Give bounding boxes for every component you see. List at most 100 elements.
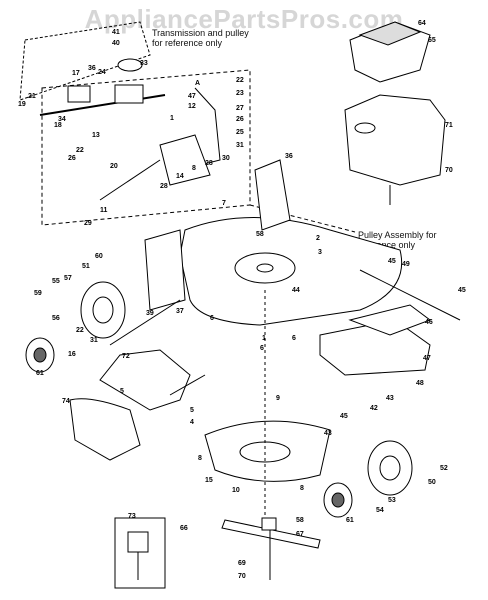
callout-31b: 31 (90, 337, 98, 344)
callout-6b: 6 (260, 345, 264, 352)
pulley-assembly-note-line-1: Pulley Assembly for (358, 230, 437, 240)
deck-baffle (204, 420, 331, 482)
callout-31a: 31 (236, 142, 244, 149)
pulley-assembly-note-line-2: reference only (358, 240, 416, 250)
callout-11: 11 (100, 207, 108, 214)
transmission-note-line-2: for reference only (152, 38, 223, 48)
callout-16: 16 (68, 351, 76, 358)
callout-5b: 5 (190, 407, 194, 414)
callout-58: 58 (256, 231, 264, 238)
callout-19: 19 (18, 101, 26, 108)
callout-10: 10 (232, 487, 240, 494)
callout-47a: 47 (188, 93, 196, 100)
mower-blade (221, 519, 321, 549)
rear-wheel-left (80, 281, 126, 339)
callout-27: 27 (236, 105, 244, 112)
callout-50: 50 (428, 479, 436, 486)
callout-70b: 70 (238, 573, 246, 580)
shift-block (67, 85, 91, 103)
engine-mount-bracket (254, 159, 291, 231)
callout-57: 57 (64, 275, 72, 282)
callout-53: 53 (388, 497, 396, 504)
engine-block (344, 94, 446, 186)
callout-13: 13 (92, 132, 100, 139)
callout-22c: 22 (76, 327, 84, 334)
wheel-cover-right-center (331, 492, 345, 508)
callout-70a: 70 (445, 167, 453, 174)
callout-74: 74 (62, 398, 70, 405)
callout-6c: 6 (292, 335, 296, 342)
engine-cap (354, 122, 376, 134)
callout-15: 15 (205, 477, 213, 484)
callout-71: 71 (445, 122, 453, 129)
callout-61a: 61 (36, 370, 44, 377)
callout-59: 59 (34, 290, 42, 297)
inset-box (114, 517, 166, 589)
callout-45a: 45 (388, 258, 396, 265)
callout-3: 3 (318, 249, 322, 256)
callout-21: 21 (28, 93, 36, 100)
callout-7: 7 (222, 200, 226, 207)
deck-spindle (256, 263, 274, 273)
rear-rod (109, 299, 181, 346)
drive-cable (99, 159, 161, 201)
callout-4: 4 (190, 419, 194, 426)
callout-51: 51 (82, 263, 90, 270)
callout-18: 18 (54, 122, 62, 129)
callout-2: 2 (316, 235, 320, 242)
callout-34: 34 (58, 116, 66, 123)
callout-8a: 8 (192, 165, 196, 172)
gear-plate (159, 134, 211, 186)
wheel-cover-left-center (33, 347, 47, 363)
callout-33: 33 (140, 60, 148, 67)
side-plate (144, 229, 186, 311)
callout-12: 12 (188, 103, 196, 110)
front-wheel-right-hub (379, 455, 401, 481)
callout-29: 29 (84, 220, 92, 227)
callout-65: 65 (428, 37, 436, 44)
rear-flap (69, 398, 141, 461)
callout-14: 14 (176, 173, 184, 180)
axle-shaft (39, 94, 166, 116)
callout-23: 23 (236, 90, 244, 97)
callout-46: 46 (425, 319, 433, 326)
front-wheel-right (367, 440, 413, 496)
callout-37: 37 (176, 308, 184, 315)
callout-17: 17 (72, 70, 80, 77)
callout-8c: 8 (300, 485, 304, 492)
callout-9: 9 (276, 395, 280, 402)
pulley-assembly-note: Pulley Assembly for reference only (358, 230, 437, 250)
callout-20: 20 (110, 163, 118, 170)
callout-1b: 1 (262, 335, 266, 342)
inset-adapter (127, 531, 149, 553)
callout-60: 60 (95, 253, 103, 260)
callout-67: 67 (296, 531, 304, 538)
deck-center-mount (234, 252, 296, 284)
callout-30: 30 (222, 155, 230, 162)
callout-25: 25 (236, 129, 244, 136)
callout-73: 73 (128, 513, 136, 520)
callout-72: 72 (122, 353, 130, 360)
transmission-housing (114, 84, 144, 104)
callout-39: 39 (146, 310, 154, 317)
callout-36b: 36 (285, 153, 293, 160)
callout-64: 64 (418, 20, 426, 27)
callout-52: 52 (440, 465, 448, 472)
chute-rod (359, 269, 461, 321)
callout-54: 54 (376, 507, 384, 514)
callout-55: 55 (52, 278, 60, 285)
callout-letter-a: A (195, 80, 200, 87)
transmission-note-line-1: Transmission and pulley (152, 28, 249, 38)
callout-45c: 45 (340, 413, 348, 420)
callout-44: 44 (292, 287, 300, 294)
callout-28b: 28 (160, 183, 168, 190)
engine-cover-grill (358, 21, 422, 46)
callout-26a: 26 (68, 155, 76, 162)
callout-43a: 43 (386, 395, 394, 402)
callout-26b: 26 (236, 116, 244, 123)
callout-56: 56 (52, 315, 60, 322)
callout-41: 41 (112, 29, 120, 36)
callout-43b: 43 (324, 430, 332, 437)
callout-6a: 6 (210, 315, 214, 322)
